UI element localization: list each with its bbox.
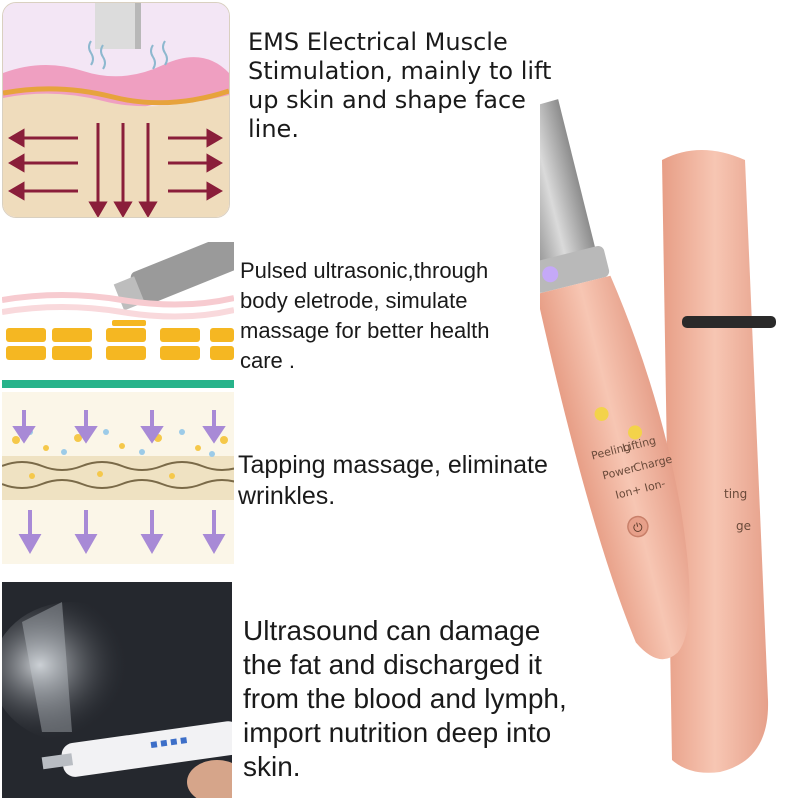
tapping-skin-diagram [2,392,234,564]
feature-caption-ems: EMS Electrical Muscle Stimulation, mainl… [248,28,552,143]
mist-spray-image [2,582,232,798]
back-label-lifting: ting [724,487,747,501]
lifting-led [628,425,643,440]
wave-lines [88,40,168,70]
label-ion-minus: Ion- [643,477,666,495]
scrubber-blade [498,99,596,266]
ultrasonic-illustration [2,242,234,388]
ems-skin-diagram [3,3,229,217]
tapping-arrows [12,410,226,555]
back-label-charge: ge [736,519,751,533]
back-device: ting ge [662,150,776,773]
skin-scrubber-device: ting ge Peeling Lifting Power Charge Ion… [498,80,800,800]
feature-caption-tapping: Tapping massage, eliminate wrinkles. [238,451,548,510]
mist-photo [2,582,232,798]
device-drawing: ting ge Peeling Lifting Power Charge Ion… [498,99,776,773]
tapping-illustration [2,392,234,564]
device-in-hand [41,721,232,777]
ems-illustration [2,2,230,218]
label-ion-plus: Ion+ [614,483,643,502]
ems-arrows [8,123,223,217]
skin-cell-rows [6,320,234,360]
feature-caption-ultrasonic: Pulsed ultrasonic,through body eletrode,… [240,258,490,373]
feature-caption-ultrasound: Ultrasound can damage the fat and discha… [243,615,567,782]
probe-tip [95,3,139,49]
ultrasonic-skin-diagram [2,242,234,388]
peeling-led [594,406,609,421]
power-button[interactable] [626,514,650,538]
power-icon: ⏻ [632,520,645,536]
